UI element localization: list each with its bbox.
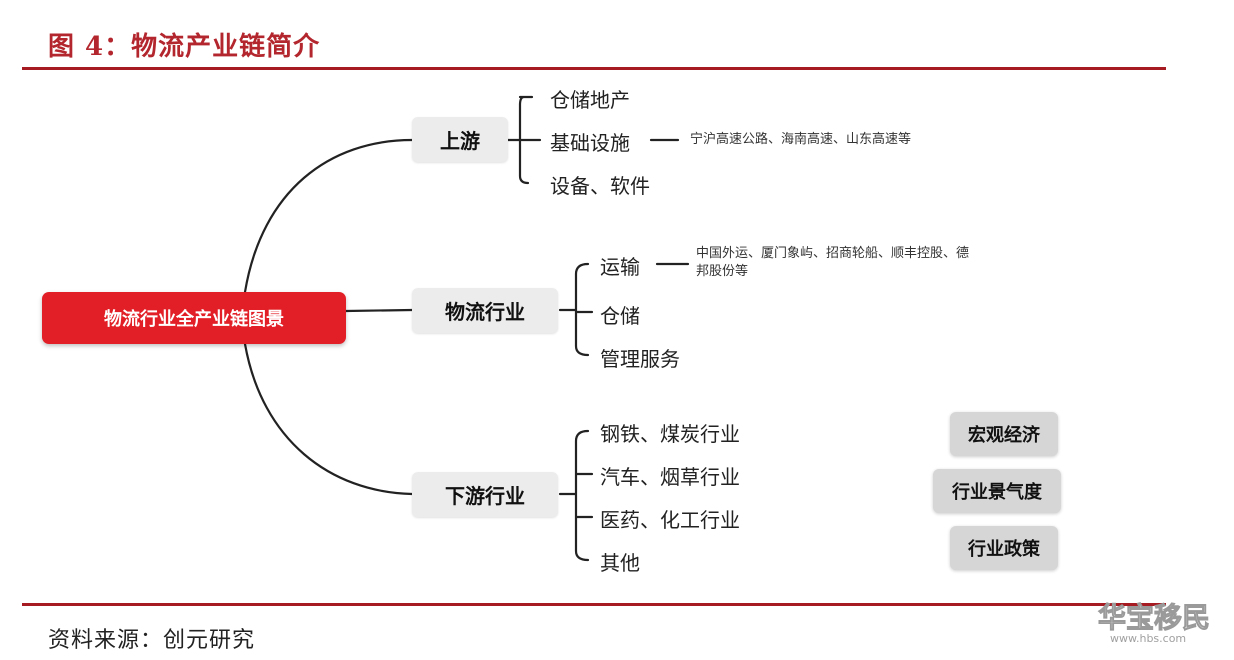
watermark-logo: 华宝移民	[1097, 601, 1211, 635]
factor-industry-sentiment: 行业景气度	[933, 469, 1061, 513]
leaf-steel-coal: 钢铁、煤炭行业	[600, 422, 740, 446]
wire-root-upstream	[243, 138, 414, 294]
wire-root-logistics	[344, 308, 414, 313]
factor-industry-policy: 行业政策	[950, 526, 1058, 570]
leaf-infrastructure: 基础设施	[550, 131, 630, 155]
figure-title: 图 4：物流产业链简介	[48, 32, 321, 62]
top-rule	[22, 67, 1166, 70]
bottom-rule	[22, 603, 1166, 606]
leaf-pharma-chemical: 医药、化工行业	[600, 508, 740, 532]
note-highway-companies: 宁沪高速公路、海南高速、山东高速等	[690, 132, 912, 147]
watermark-url: www.hbs.com	[1110, 632, 1187, 645]
leaf-warehouse-property: 仓储地产	[550, 88, 630, 112]
wire-root-downstream	[243, 342, 414, 496]
leaf-management-services: 管理服务	[600, 347, 680, 371]
note-transport-companies-line2: 邦股份等	[696, 264, 749, 279]
root-node: 物流行业全产业链图景	[42, 292, 346, 344]
leaf-transport: 运输	[600, 255, 640, 279]
leaf-warehousing: 仓储	[600, 304, 640, 328]
wire-upstream-bracket	[506, 95, 542, 185]
leaf-auto-tobacco: 汽车、烟草行业	[600, 465, 740, 489]
source-note: 资料来源：创元研究	[48, 628, 256, 653]
wire-logistics-bracket	[558, 262, 594, 357]
node-logistics: 物流行业	[412, 288, 558, 333]
node-downstream: 下游行业	[412, 472, 558, 517]
leaf-equipment-software: 设备、软件	[550, 174, 650, 198]
node-upstream: 上游	[412, 117, 508, 162]
wire-downstream-bracket	[558, 429, 594, 562]
leaf-other: 其他	[600, 551, 640, 575]
note-transport-companies-line1: 中国外运、厦门象屿、招商轮船、顺丰控股、德	[696, 246, 970, 261]
factor-macro-economy: 宏观经济	[950, 412, 1058, 456]
